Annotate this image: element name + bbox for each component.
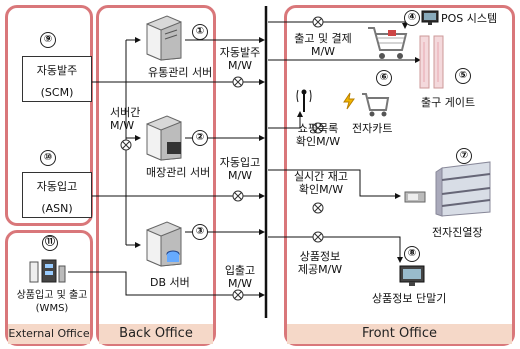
number-11: ⑪ bbox=[42, 235, 58, 251]
external-office-lower-panel bbox=[5, 230, 93, 346]
distribution-server-label: 유통관리 서버 bbox=[148, 66, 213, 79]
in-out-mw-label: 입출고 M/W bbox=[214, 264, 266, 290]
checkout-mw-subtitle: M/W bbox=[310, 45, 336, 58]
inter-server-mw-subtitle: M/W bbox=[110, 119, 135, 132]
realtime-inventory-mw-title: 실시간 재고 bbox=[293, 170, 349, 183]
asn-box: 자동입고 (ASN) bbox=[22, 172, 92, 218]
scm-box-title: 자동발주 bbox=[36, 64, 78, 77]
external-office-label: External Office bbox=[8, 324, 90, 344]
shopping-list-mw-title: 쇼핑목록 bbox=[297, 122, 339, 135]
distribution-server-icon bbox=[146, 15, 182, 61]
pos-system-label: POS 시스템 bbox=[441, 12, 498, 25]
electronic-cart-label: 전자카트 bbox=[352, 122, 393, 135]
back-office-label: Back Office bbox=[99, 324, 213, 344]
exit-gate-icon bbox=[419, 35, 444, 89]
exit-gate-label: 출구 게이트 bbox=[421, 96, 476, 109]
back-office-panel bbox=[96, 5, 216, 346]
product-info-mw-subtitle: 제공M/W bbox=[297, 263, 343, 276]
in-out-mw-subtitle: M/W bbox=[227, 277, 253, 290]
signal-bolt-icon bbox=[343, 92, 355, 110]
auto-receive-mw-title: 자동입고 bbox=[219, 156, 261, 169]
warehouse-scanner-icon bbox=[29, 259, 66, 283]
auto-receive-mw-label: 자동입고 M/W bbox=[214, 156, 266, 182]
realtime-inventory-mw-label: 실시간 재고 확인M/W bbox=[284, 170, 358, 196]
number-7: ⑦ bbox=[456, 148, 472, 164]
number-8: ⑧ bbox=[404, 246, 420, 262]
inter-server-mw-label: 서버간 M/W bbox=[110, 106, 140, 132]
realtime-inventory-mw-subtitle: 확인M/W bbox=[298, 183, 344, 196]
product-info-mw-label: 상품정보 제공M/W bbox=[290, 250, 350, 276]
product-info-mw-title: 상품정보 bbox=[299, 250, 341, 263]
shopping-cart-icon bbox=[368, 27, 408, 59]
number-9: ⑨ bbox=[40, 32, 56, 48]
number-4: ④ bbox=[404, 10, 420, 26]
asn-box-subtitle: (ASN) bbox=[41, 202, 73, 215]
in-out-mw-title: 입출고 bbox=[224, 264, 256, 277]
product-info-terminal-label: 상품정보 단말기 bbox=[372, 292, 447, 305]
db-server-label: DB 서버 bbox=[150, 276, 190, 289]
electronic-shelf-icon bbox=[435, 161, 491, 217]
db-server-icon bbox=[146, 221, 182, 267]
wms-label-subtitle: (WMS) bbox=[35, 303, 69, 314]
wms-label: 상품입고 및 출고 (WMS) bbox=[8, 289, 96, 315]
product-info-terminal-icon bbox=[399, 265, 425, 286]
auto-order-mw-subtitle: M/W bbox=[227, 59, 253, 72]
number-2: ② bbox=[192, 130, 208, 146]
asn-box-title: 자동입고 bbox=[36, 180, 78, 193]
wms-label-title: 상품입고 및 출고 bbox=[16, 290, 88, 301]
number-5: ⑤ bbox=[455, 68, 471, 84]
auto-order-mw-title: 자동발주 bbox=[219, 46, 261, 59]
shopping-list-mw-label: 쇼핑목록 확인M/W bbox=[288, 122, 348, 148]
number-10: ⑩ bbox=[40, 150, 56, 166]
front-office-panel bbox=[284, 5, 515, 346]
checkout-mw-label: 출고 및 결제 M/W bbox=[282, 32, 364, 58]
front-office-label: Front Office bbox=[287, 324, 512, 344]
inter-server-mw-title: 서버간 bbox=[110, 106, 141, 119]
auto-receive-mw-subtitle: M/W bbox=[227, 169, 253, 182]
scm-box-subtitle: (SCM) bbox=[40, 86, 74, 99]
number-3: ③ bbox=[192, 224, 208, 240]
auto-order-mw-label: 자동발주 M/W bbox=[214, 46, 266, 72]
checkout-mw-title: 출고 및 결제 bbox=[294, 32, 352, 45]
electronic-shelf-label: 전자진열장 bbox=[432, 226, 483, 239]
pos-monitor-icon bbox=[421, 10, 439, 25]
external-office-panel bbox=[5, 5, 93, 226]
electronic-cart-icon bbox=[362, 93, 390, 117]
store-server-label: 매장관리 서버 bbox=[146, 166, 211, 179]
shelf-label-device-icon bbox=[404, 191, 426, 203]
number-1: ① bbox=[192, 24, 208, 40]
rfid-antenna-icon bbox=[296, 89, 312, 112]
store-server-icon bbox=[146, 115, 182, 161]
number-6: ⑥ bbox=[376, 70, 392, 86]
shopping-list-mw-subtitle: 확인M/W bbox=[295, 135, 341, 148]
scm-box: 자동발주 (SCM) bbox=[22, 56, 92, 102]
